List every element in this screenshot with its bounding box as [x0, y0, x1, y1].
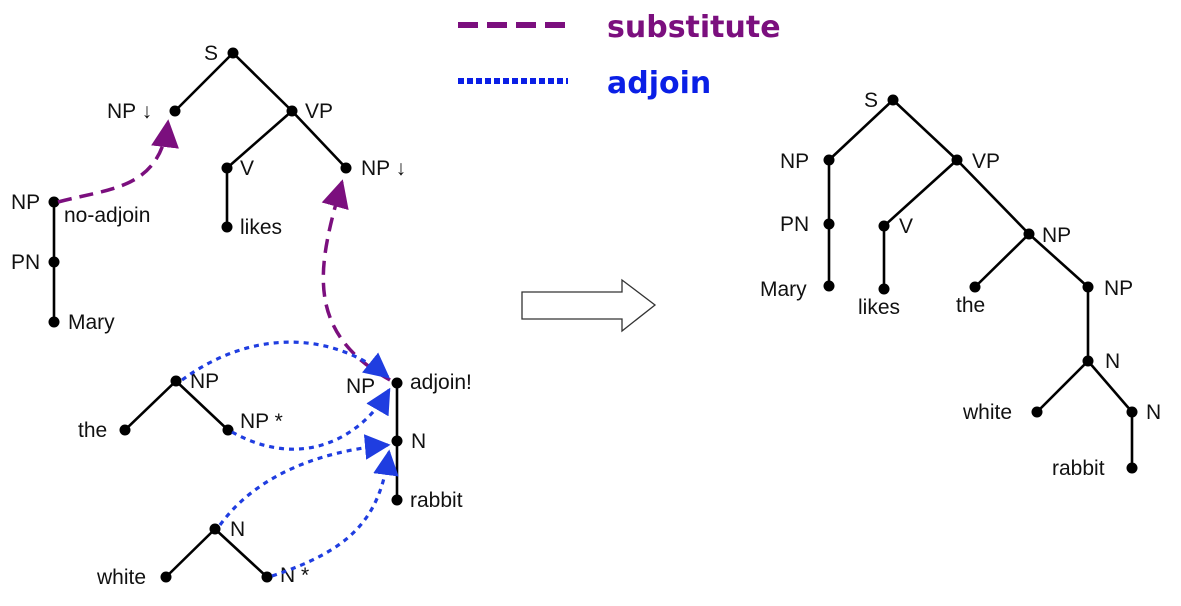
node-label: PN	[11, 251, 40, 274]
tree-node	[340, 162, 352, 174]
derived-tree: S NP VP PN Mary V likes NP the NP N whit…	[760, 89, 1161, 480]
adjoin-arrow	[271, 449, 399, 578]
auxiliary-tree-white: N white N *	[96, 518, 309, 589]
node-label: rabbit	[410, 489, 463, 512]
node-label: NP	[780, 150, 809, 173]
node-label: white	[962, 401, 1012, 424]
tree-node	[170, 375, 182, 387]
tree-node	[1126, 462, 1138, 474]
tree-node	[823, 154, 835, 166]
tree-node	[209, 523, 221, 535]
adjoin-arrow	[218, 434, 391, 526]
tree-node	[1031, 406, 1043, 418]
initial-tree-mary: NP no-adjoin PN Mary	[11, 191, 150, 334]
initial-tree-likes: S NP ↓ VP V NP ↓ likes	[107, 42, 406, 239]
tree-node	[222, 424, 234, 436]
node-label: Mary	[760, 278, 807, 301]
node-label: rabbit	[1052, 457, 1105, 480]
tree-node	[1126, 406, 1138, 418]
node-label: the	[78, 419, 107, 442]
node-label: NP	[346, 375, 375, 398]
node-label: NP ↓	[361, 157, 406, 180]
node-label: N	[1146, 401, 1161, 424]
adjoin-legend-label: adjoin	[607, 66, 711, 101]
substitute-arrow	[57, 119, 179, 204]
node-label: white	[96, 566, 146, 589]
node-label: N	[230, 518, 245, 541]
operation-arrows	[57, 119, 399, 578]
legend: substitute adjoin	[458, 10, 781, 101]
tree-node	[48, 316, 60, 328]
tree-node	[286, 105, 298, 117]
node-label: adjoin!	[410, 371, 472, 394]
tree-node	[48, 196, 60, 208]
tree-node	[48, 256, 60, 268]
node-label: VP	[972, 150, 1000, 173]
tree-node	[969, 281, 981, 293]
tree-node	[823, 280, 835, 292]
node-label: V	[240, 157, 254, 180]
node-label: NP	[190, 370, 219, 393]
node-label: NP	[1042, 224, 1071, 247]
tree-node	[887, 94, 899, 106]
tree-node	[221, 221, 233, 233]
tree-node	[169, 105, 181, 117]
tree-node	[391, 435, 403, 447]
node-label: no-adjoin	[64, 204, 150, 227]
node-label: VP	[305, 100, 333, 123]
substitute-arrow	[321, 179, 391, 382]
tree-node	[878, 220, 890, 232]
initial-tree-rabbit: NP adjoin! N rabbit	[346, 371, 472, 512]
node-label: V	[899, 215, 913, 238]
tree-node	[391, 377, 403, 389]
substitute-legend-label: substitute	[607, 10, 781, 45]
tree-node	[823, 218, 835, 230]
tree-node	[1082, 281, 1094, 293]
node-label: NP	[1104, 277, 1133, 300]
node-label: NP ↓	[107, 100, 152, 123]
tree-node	[1023, 228, 1035, 240]
node-label: the	[956, 294, 985, 317]
tree-node	[391, 494, 403, 506]
tree-node	[1082, 355, 1094, 367]
auxiliary-tree-the: NP the NP *	[78, 370, 283, 442]
node-label: S	[204, 42, 218, 65]
node-label: N	[1105, 350, 1120, 373]
adjoin-arrow	[181, 340, 390, 382]
tree-node	[221, 162, 233, 174]
node-label: NP	[11, 191, 40, 214]
node-label: likes	[240, 216, 282, 239]
tree-node	[227, 47, 239, 59]
node-label: Mary	[68, 311, 115, 334]
node-label: N	[411, 430, 426, 453]
node-label: S	[864, 89, 878, 112]
tree-node	[160, 571, 172, 583]
node-label: NP *	[240, 410, 283, 433]
derivation-arrow	[521, 278, 657, 333]
node-label: PN	[780, 213, 809, 236]
tree-node	[878, 283, 890, 295]
tree-node	[951, 154, 963, 166]
node-label: N *	[280, 564, 309, 587]
node-label: likes	[858, 296, 900, 319]
adjoin-arrow	[231, 387, 391, 451]
tree-node	[261, 571, 273, 583]
tree-node	[119, 424, 131, 436]
